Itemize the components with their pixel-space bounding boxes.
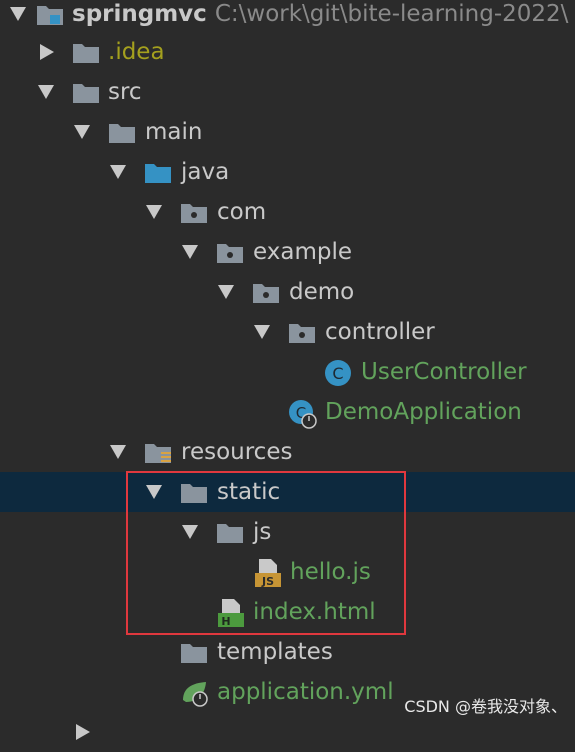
file-label-demo-application: DemoApplication bbox=[325, 399, 522, 425]
tree-row-resources[interactable]: resources bbox=[0, 432, 575, 472]
folder-label-resources: resources bbox=[181, 439, 293, 465]
expand-arrow-icon[interactable] bbox=[146, 205, 162, 219]
package-label-example: example bbox=[253, 239, 352, 265]
svg-text:JS: JS bbox=[261, 575, 274, 588]
package-icon bbox=[217, 244, 243, 263]
tree-row-java[interactable]: java bbox=[0, 152, 575, 192]
collapse-arrow-icon[interactable] bbox=[40, 44, 54, 60]
tree-row-index-html[interactable]: H index.html bbox=[0, 592, 575, 632]
expand-arrow-icon[interactable] bbox=[146, 485, 162, 499]
file-label-user-controller: UserController bbox=[361, 359, 527, 385]
tree-row-templates[interactable]: templates bbox=[0, 632, 575, 672]
tree-row-demo-application[interactable]: C DemoApplication bbox=[0, 392, 575, 432]
expand-arrow-icon[interactable] bbox=[182, 245, 198, 259]
module-folder-icon bbox=[37, 6, 63, 25]
tree-row-user-controller[interactable]: C UserController bbox=[0, 352, 575, 392]
project-path: C:\work\git\bite-learning-2022\ bbox=[214, 1, 569, 27]
folder-label-src: src bbox=[108, 79, 142, 105]
expand-arrow-icon[interactable] bbox=[110, 445, 126, 459]
tree-row-root[interactable]: springmvc C:\work\git\bite-learning-2022… bbox=[0, 0, 575, 34]
expand-arrow-icon[interactable] bbox=[182, 525, 198, 539]
tree-row-idea[interactable]: .idea bbox=[0, 32, 575, 72]
html-file-icon: H bbox=[218, 599, 244, 628]
svg-text:C: C bbox=[332, 364, 343, 383]
tree-row-partial bbox=[0, 712, 575, 752]
folder-icon bbox=[181, 644, 207, 663]
resources-folder-icon bbox=[145, 444, 171, 463]
expand-arrow-icon[interactable] bbox=[74, 125, 90, 139]
package-label-controller: controller bbox=[325, 319, 435, 345]
folder-label-java: java bbox=[181, 159, 230, 185]
tree-row-main[interactable]: main bbox=[0, 112, 575, 152]
folder-icon bbox=[217, 524, 243, 543]
tree-row-example[interactable]: example bbox=[0, 232, 575, 272]
folder-label-static: static bbox=[217, 479, 281, 505]
collapse-arrow-icon bbox=[76, 724, 90, 740]
folder-label-idea: .idea bbox=[108, 39, 165, 65]
tree-row-hello-js[interactable]: JS hello.js bbox=[0, 552, 575, 592]
source-folder-icon bbox=[145, 164, 171, 183]
folder-label-main: main bbox=[145, 119, 203, 145]
tree-row-js[interactable]: js bbox=[0, 512, 575, 552]
expand-arrow-icon[interactable] bbox=[38, 85, 54, 99]
package-icon bbox=[289, 324, 315, 343]
java-class-icon: C bbox=[325, 360, 351, 386]
tree-row-controller[interactable]: controller bbox=[0, 312, 575, 352]
tree-row-com[interactable]: com bbox=[0, 192, 575, 232]
folder-icon bbox=[109, 124, 135, 143]
svg-text:C: C bbox=[296, 404, 306, 422]
package-icon bbox=[181, 204, 207, 223]
file-label-application-yml: application.yml bbox=[217, 679, 394, 705]
package-label-com: com bbox=[217, 199, 267, 225]
tree-row-src[interactable]: src bbox=[0, 72, 575, 112]
tree-row-application-yml[interactable]: application.yml bbox=[0, 672, 575, 712]
javascript-file-icon: JS bbox=[255, 559, 281, 588]
watermark: CSDN @卷我没对象、 bbox=[404, 697, 567, 716]
tree-row-static[interactable]: static bbox=[0, 472, 575, 512]
folder-label-templates: templates bbox=[217, 639, 333, 665]
folder-icon bbox=[181, 484, 207, 503]
svg-text:H: H bbox=[221, 615, 230, 628]
tree-row-demo[interactable]: demo bbox=[0, 272, 575, 312]
file-label-hello-js: hello.js bbox=[290, 559, 371, 585]
expand-arrow-icon[interactable] bbox=[218, 285, 234, 299]
spring-boot-class-icon: C bbox=[289, 400, 317, 429]
folder-label-js: js bbox=[253, 519, 272, 545]
package-label-demo: demo bbox=[289, 279, 355, 305]
file-label-index-html: index.html bbox=[253, 599, 376, 625]
expand-arrow-icon[interactable] bbox=[254, 325, 270, 339]
project-name: springmvc C:\work\git\bite-learning-2022… bbox=[72, 1, 569, 27]
spring-config-file-icon bbox=[183, 682, 208, 707]
package-icon bbox=[253, 284, 279, 303]
expand-arrow-icon[interactable] bbox=[10, 7, 26, 21]
folder-icon bbox=[73, 84, 99, 103]
folder-icon bbox=[73, 44, 99, 63]
expand-arrow-icon[interactable] bbox=[110, 165, 126, 179]
